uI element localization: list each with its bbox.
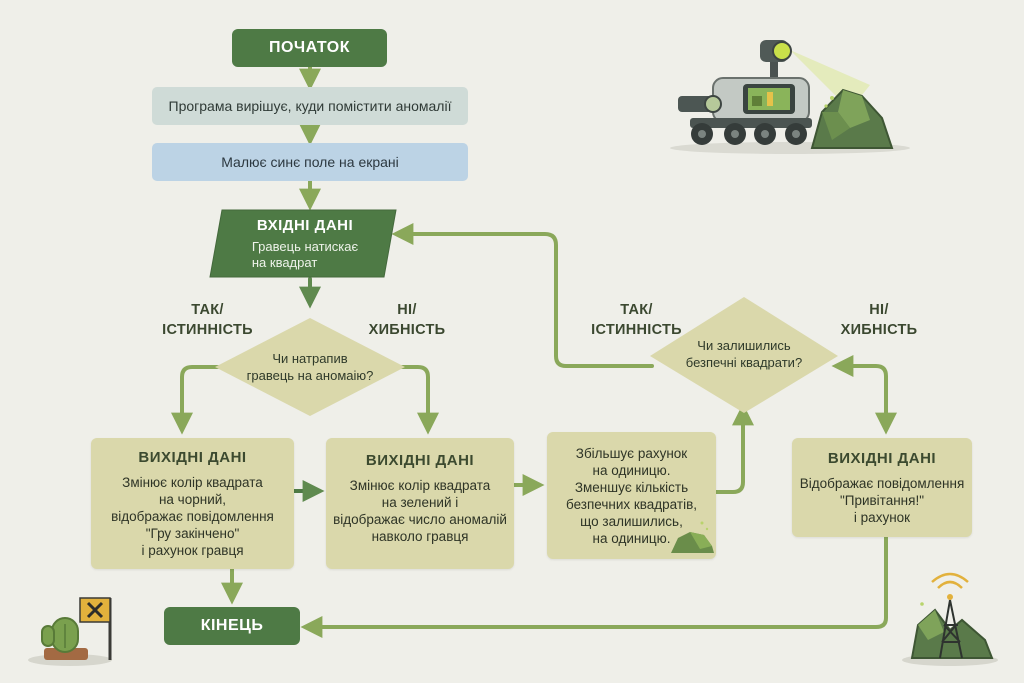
- output-green-text: Змінює колір квадрата на зелений і відоб…: [333, 478, 507, 544]
- decision-safe-no-label: НІ/ ХИБНІСТЬ: [840, 302, 918, 338]
- process-score-node: Збільшує рахунок на одиницю. Зменшує кіл…: [547, 432, 716, 559]
- process-score-text: Збільшує рахунок на одиницю. Зменшує кіл…: [565, 445, 698, 546]
- decision-safe-text: Чи залишились безпечні квадрати?: [685, 338, 803, 370]
- arrow-congrats-to-end: [300, 535, 888, 638]
- decision-anomaly-no-label: НІ/ ХИБНІСТЬ: [368, 302, 446, 338]
- output-green-node: ВИХІДНІ ДАНІ Змінює колір квадрата на зе…: [326, 438, 514, 569]
- input-text: Гравець натискає на квадрат: [251, 239, 359, 270]
- output-game-over-node: ВИХІДНІ ДАНІ Змінює колір квадрата на чо…: [91, 438, 294, 569]
- end-node: КІНЕЦЬ: [164, 607, 300, 645]
- input-node: ВХІДНІ ДАНІ Гравець натискає на квадрат: [210, 210, 400, 278]
- output-congrats-title: ВИХІДНІ ДАНІ: [827, 450, 937, 467]
- output-game-over-text: Змінює колір квадрата на чорний, відобра…: [111, 474, 274, 558]
- output-green-title: ВИХІДНІ ДАНІ: [365, 452, 475, 469]
- decision-safe-yes-label: ТАК/ ІСТИННІСТЬ: [591, 302, 682, 338]
- end-label: КІНЕЦЬ: [200, 617, 264, 634]
- output-game-over-title: ВИХІДНІ ДАНІ: [138, 448, 247, 466]
- place-anomalies-node: Програма вирішує, куди помістити аномалі…: [152, 87, 468, 125]
- decision-anomaly-diamond: [215, 318, 405, 416]
- arrow-yes-to-game-over: [171, 365, 220, 435]
- output-congrats-text: Відображає повідомлення "Привітання!" і …: [799, 476, 965, 525]
- arrow-no-to-green: [400, 365, 439, 435]
- input-parallelogram: [209, 209, 397, 278]
- draw-field-node: Малює синє поле на екрані: [152, 143, 468, 181]
- decision-anomaly-text: Чи натрапив гравець на аномаію?: [246, 351, 374, 383]
- arrow-safe-yes-loop: [391, 223, 654, 368]
- draw-field-label: Малює синє поле на екрані: [221, 154, 399, 170]
- decision-anomaly-yes-label: ТАК/ ІСТИННІСТЬ: [162, 302, 253, 338]
- start-node: ПОЧАТОК: [232, 29, 387, 67]
- arrow-process-to-safe: [714, 403, 754, 494]
- place-anomalies-label: Програма вирішує, куди помістити аномалі…: [168, 98, 452, 114]
- start-label: ПОЧАТОК: [268, 39, 351, 56]
- output-congrats-node: ВИХІДНІ ДАНІ Відображає повідомлення "Пр…: [792, 438, 972, 537]
- decision-safe-diamond: [650, 297, 838, 413]
- input-title: ВХІДНІ ДАНІ: [256, 217, 354, 234]
- arrow-safe-no-to-congrats: [831, 355, 897, 435]
